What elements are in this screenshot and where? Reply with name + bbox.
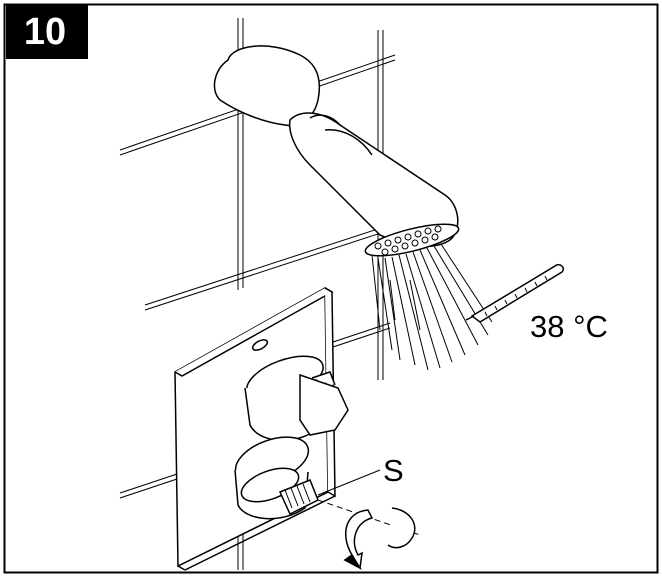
step-number-badge: 10: [6, 5, 88, 59]
thermometer: [465, 263, 565, 323]
thermostat-handle: [244, 355, 349, 442]
screw-callout: S: [383, 453, 404, 488]
diverter-knob: [234, 436, 319, 520]
panel-border: [3, 3, 659, 574]
shower-head: [213, 45, 460, 257]
water-spray: [371, 243, 493, 371]
spray-holes: [374, 225, 442, 256]
rotation-arrow: [343, 507, 416, 570]
temperature-callout: 38 °C: [530, 309, 608, 344]
